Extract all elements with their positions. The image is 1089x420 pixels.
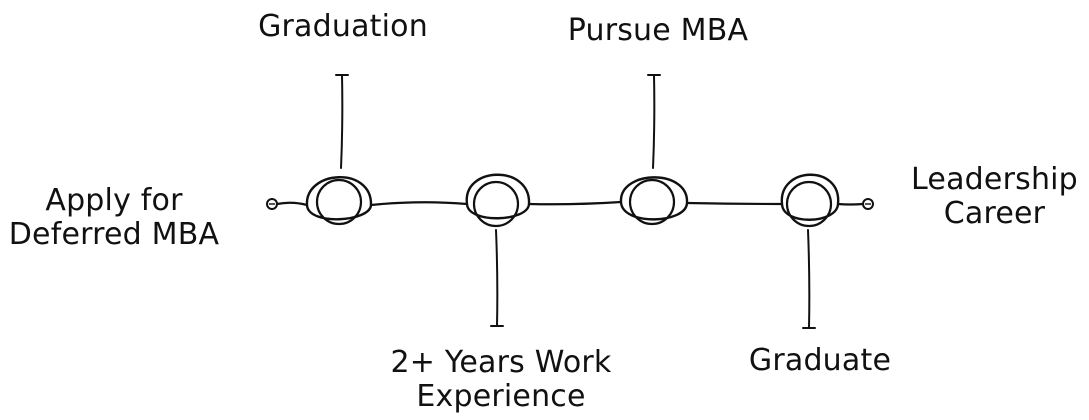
milestone-label-line1: Graduate — [748, 343, 892, 378]
timeline-line — [275, 200, 865, 207]
end-endpoint-icon — [862, 198, 874, 210]
milestone-node-graduate — [780, 173, 840, 329]
milestone-label-line1: Graduation — [258, 9, 428, 44]
milestone-label-pursue-mba: Pursue MBA — [540, 14, 776, 48]
milestone-node-graduation — [305, 74, 373, 226]
milestone-node-work-experience — [465, 173, 531, 327]
milestone-label-graduate: Graduate — [710, 344, 930, 378]
start-endpoint-icon — [266, 198, 278, 210]
milestone-label-work-experience: 2+ Years Work Experience — [358, 346, 644, 414]
milestone-label-line1: Pursue MBA — [567, 13, 749, 48]
milestone-label-line1: 2+ Years Work — [390, 345, 612, 380]
end-label-line1: Leadership — [911, 162, 1078, 197]
start-label: Apply for Deferred MBA — [0, 184, 228, 252]
milestone-label-graduation: Graduation — [228, 10, 458, 44]
milestone-label-line2: Experience — [416, 379, 586, 414]
end-label-line2: Career — [943, 196, 1046, 231]
milestone-node-pursue-mba — [619, 74, 689, 226]
end-label: Leadership Career — [900, 163, 1089, 231]
start-label-line2: Deferred MBA — [8, 217, 220, 252]
start-label-line1: Apply for — [45, 183, 183, 218]
